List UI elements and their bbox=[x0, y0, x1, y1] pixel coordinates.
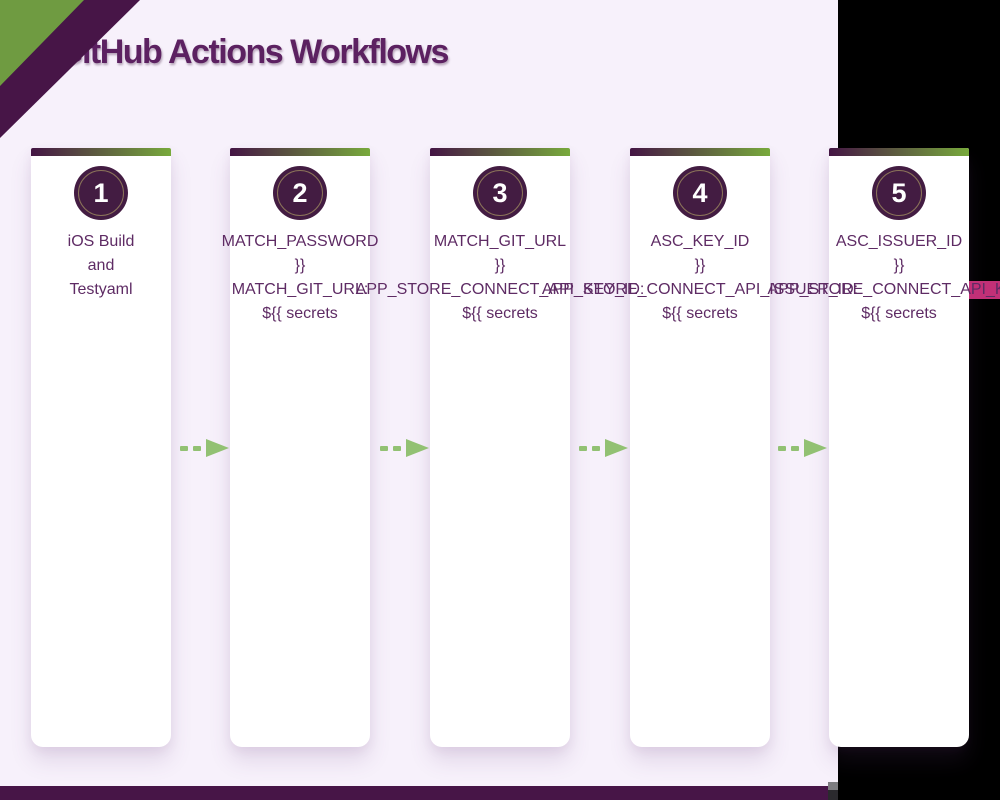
card-text-line: ${{ secrets bbox=[262, 305, 338, 322]
flow-arrow-icon bbox=[579, 439, 628, 457]
card-accent-bar bbox=[829, 148, 969, 156]
page-title: GitHub Actions Workflows bbox=[57, 33, 449, 71]
card-text-line: and bbox=[87, 257, 115, 274]
card-text-line: MATCH_PASSWORD bbox=[221, 233, 379, 250]
card-text-line: ${{ secrets bbox=[861, 305, 937, 322]
card-text-line: iOS Build bbox=[67, 233, 135, 250]
text-selection-highlight bbox=[969, 281, 1000, 299]
step-number: 5 bbox=[891, 177, 907, 208]
step-number: 4 bbox=[692, 177, 708, 208]
card-text-line: ASC_ISSUER_ID bbox=[835, 233, 963, 250]
card-text-line: ${{ secrets bbox=[462, 305, 538, 322]
card-accent-bar bbox=[630, 148, 770, 156]
step-number: 2 bbox=[292, 177, 308, 208]
card-text-line: Testyaml bbox=[69, 281, 133, 298]
step-number: 3 bbox=[492, 177, 508, 208]
card-accent-bar bbox=[430, 148, 570, 156]
workflow-step-card-2: 2 MATCH_PASSWORD }} MATCH_GIT_URL: ${{ s… bbox=[222, 148, 379, 747]
card-text: MATCH_GIT_URL }} APP_STORE_CONNECT_API_K… bbox=[356, 230, 645, 326]
flow-arrow-icon bbox=[380, 439, 429, 457]
card-text: ASC_ISSUER_ID }} APP_STORE_CONNECT_API_K… bbox=[768, 230, 1000, 326]
card-text-line: }} bbox=[494, 257, 506, 274]
workflow-step-card-1: 1 iOS Build and Testyaml bbox=[31, 148, 171, 747]
workflow-step-card-4: 4 ASC_KEY_ID }} APP_STORE_CONNECT_API_IS… bbox=[542, 148, 858, 747]
step-number-badge: 5 bbox=[872, 166, 926, 220]
step-number-badge: 2 bbox=[273, 166, 327, 220]
card-text-line: APP_STORE_CONNECT_API_KEY_ID: bbox=[355, 281, 645, 298]
step-number-badge: 1 bbox=[74, 166, 128, 220]
flow-arrow-icon bbox=[180, 439, 229, 457]
card-text-line: APP_STORE_CONNECT_API_ISSUER_ID: bbox=[541, 281, 859, 298]
scrollbar-corner-thumb[interactable] bbox=[828, 782, 838, 790]
card-text-line: MATCH_GIT_URL: bbox=[231, 281, 369, 298]
card-text: ASC_KEY_ID }} APP_STORE_CONNECT_API_ISSU… bbox=[542, 230, 858, 326]
card-accent-bar bbox=[230, 148, 370, 156]
card-text-line: MATCH_GIT_URL bbox=[433, 233, 567, 250]
footer-bar bbox=[0, 786, 828, 800]
step-number-badge: 3 bbox=[473, 166, 527, 220]
card-text-line: }} bbox=[294, 257, 306, 274]
step-number-badge: 4 bbox=[673, 166, 727, 220]
card-text-line: }} bbox=[694, 257, 706, 274]
card-text-line: }} bbox=[893, 257, 905, 274]
card-text: MATCH_PASSWORD }} MATCH_GIT_URL: ${{ sec… bbox=[222, 230, 379, 326]
scrollbar-corner-track bbox=[828, 790, 838, 800]
workflow-step-card-5: 5 ASC_ISSUER_ID }} APP_STORE_CONNECT_API… bbox=[768, 148, 1000, 747]
card-text: iOS Build and Testyaml bbox=[31, 230, 171, 302]
card-text-line: ${{ secrets bbox=[662, 305, 738, 322]
flow-arrow-icon bbox=[778, 439, 827, 457]
workflow-step-card-3: 3 MATCH_GIT_URL }} APP_STORE_CONNECT_API… bbox=[356, 148, 645, 747]
card-text-line: ASC_KEY_ID bbox=[650, 233, 750, 250]
card-accent-bar bbox=[31, 148, 171, 156]
card-text-line: APP_STORE_CONNECT_API_KEY: bbox=[767, 281, 1000, 298]
step-number: 1 bbox=[93, 177, 109, 208]
